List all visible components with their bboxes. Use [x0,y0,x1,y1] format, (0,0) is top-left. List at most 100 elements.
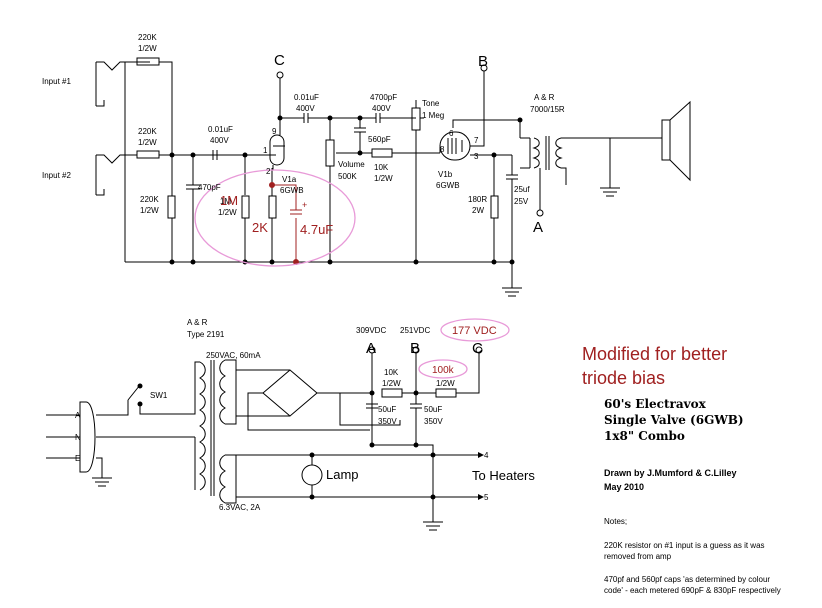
lamp-label: Lamp [326,467,359,482]
note1-line1: 220K resistor on #1 input is a guess as … [604,541,765,550]
ot-value: 7000/15R [530,105,565,114]
psu-node-a: A [366,340,376,357]
pin6-label: 6 [449,129,454,138]
volume-label: Volume [338,160,365,169]
plug-a: A [75,411,81,420]
c-25u-volt: 25V [514,197,529,206]
c-couple-label: 0.01uF [208,125,233,134]
c2-volt: 350V [424,417,443,426]
c-plate-label: 0.01uF [294,93,319,102]
title-line1: 60's Electravox [604,397,707,411]
notes-header: Notes; [604,517,627,526]
notes-credits: Drawn by J.Mumford & C.Lilley May 2010 [604,468,737,492]
bias-mod [269,182,302,265]
bias-cap-plus: + [302,200,307,210]
r-10k-label: 10K [374,163,389,172]
drawn-date: May 2010 [604,482,644,492]
c-470-label: 470pF [198,183,221,192]
c-couple-volt: 400V [210,136,229,145]
input1-label: Input #1 [42,77,71,86]
r-2k-mod-label: 2K [252,220,268,235]
tone-value: 1 Meg [422,111,444,120]
preamp-node-labels: C B A [274,52,543,236]
r-grid-watt: 1/2W [140,206,159,215]
r100k-label: 100k [432,365,455,376]
r-in1-label: 220K [138,33,157,42]
c-25u-label: 25uf [514,185,530,194]
modified-line2: triode bias [582,368,665,388]
c1-volt: 350V [378,417,397,426]
node-b-label: B [478,53,488,70]
r-1m-mod-label: 1M [220,193,238,208]
notes-text: Notes; 220K resistor on #1 input is a gu… [604,517,781,595]
pin3-label: 3 [474,152,479,161]
v1a-type: 6GWB [280,186,304,195]
r100k-highlight [418,359,468,379]
r-180-watt: 2W [472,206,484,215]
pt-label: A & R [187,318,208,327]
plug-n: N [75,433,81,442]
r-1m-watt-b: 1/2W [218,208,237,217]
heater-arrows [478,452,484,500]
v177-highlight [440,318,510,342]
v1b-type: 6GWB [436,181,460,190]
v1a-label: V1a [282,175,297,184]
c-47u-mod-label: 4.7uF [300,222,333,237]
r-grid-label: 220K [140,195,159,204]
c-4700-label: 4700pF [370,93,397,102]
volume-value: 500K [338,172,357,181]
pin2-label: 2 [266,167,271,176]
mod-highlight-ellipse [194,169,356,267]
tone-label: Tone [422,99,440,108]
psu-node-b: B [410,340,420,357]
psu-nodes [137,383,436,500]
r-in2-label: 220K [138,127,157,136]
r-in2-watt: 1/2W [138,138,157,147]
psu-labels: A & R Type 2191 250VAC, 60mA 6.3VAC, 2A … [75,318,489,512]
pin7-label: 7 [474,136,479,145]
pt-type: Type 2191 [187,330,225,339]
mod-values: 1M 2K 4.7uF [220,193,333,237]
psu-big-labels: A B C Lamp To Heaters [326,340,535,483]
r-in1-watt: 1/2W [138,44,157,53]
v1b-label: V1b [438,170,453,179]
r10k-watt: 1/2W [382,379,401,388]
modified-line1: Modified for better [582,344,727,364]
c2-label: 50uF [424,405,442,414]
c-560-label: 560pF [368,135,391,144]
notes-title: 60's Electravox Single Valve (6GWB) 1x8"… [604,397,744,443]
v309-label: 309VDC [356,326,386,335]
ot-label: A & R [534,93,555,102]
plug-e: E [75,454,80,463]
r-180-label: 180R [468,195,487,204]
r10k-label: 10K [384,368,399,377]
heaters-label: To Heaters [472,468,535,483]
v177-label: 177 VDC [452,325,497,337]
r100k-watt: 1/2W [436,379,455,388]
sec-hv-label: 250VAC, 60mA [206,351,261,360]
node-a-label: A [533,219,543,236]
c1-label: 50uF [378,405,396,414]
psu-wiring [46,346,483,531]
pin9-label: 9 [272,127,277,136]
pin1-label: 1 [263,146,268,155]
title-line2: Single Valve (6GWB) [604,413,744,427]
sw-label: SW1 [150,391,168,400]
heater-5: 5 [484,493,489,502]
c-plate-volt: 400V [296,104,315,113]
r-1m-watt-a: 1M [220,197,231,206]
input2-label: Input #2 [42,171,71,180]
title-line3: 1x8" Combo [604,429,685,443]
heater-4: 4 [484,451,489,460]
c-4700-volt: 400V [372,104,391,113]
notes-modified: Modified for better triode bias [582,344,727,388]
preamp-labels: Input #1 Input #2 220K 1/2W 220K 1/2W 22… [42,33,565,217]
preamp-nodes [169,115,523,265]
pin8-label: 8 [440,145,445,154]
psu-node-c: C [472,340,483,357]
node-c-label: C [274,52,285,69]
note2-line2: code' - each metered 690pF & 830pF respe… [604,586,781,595]
sec-lv-label: 6.3VAC, 2A [219,503,261,512]
v251-label: 251VDC [400,326,430,335]
